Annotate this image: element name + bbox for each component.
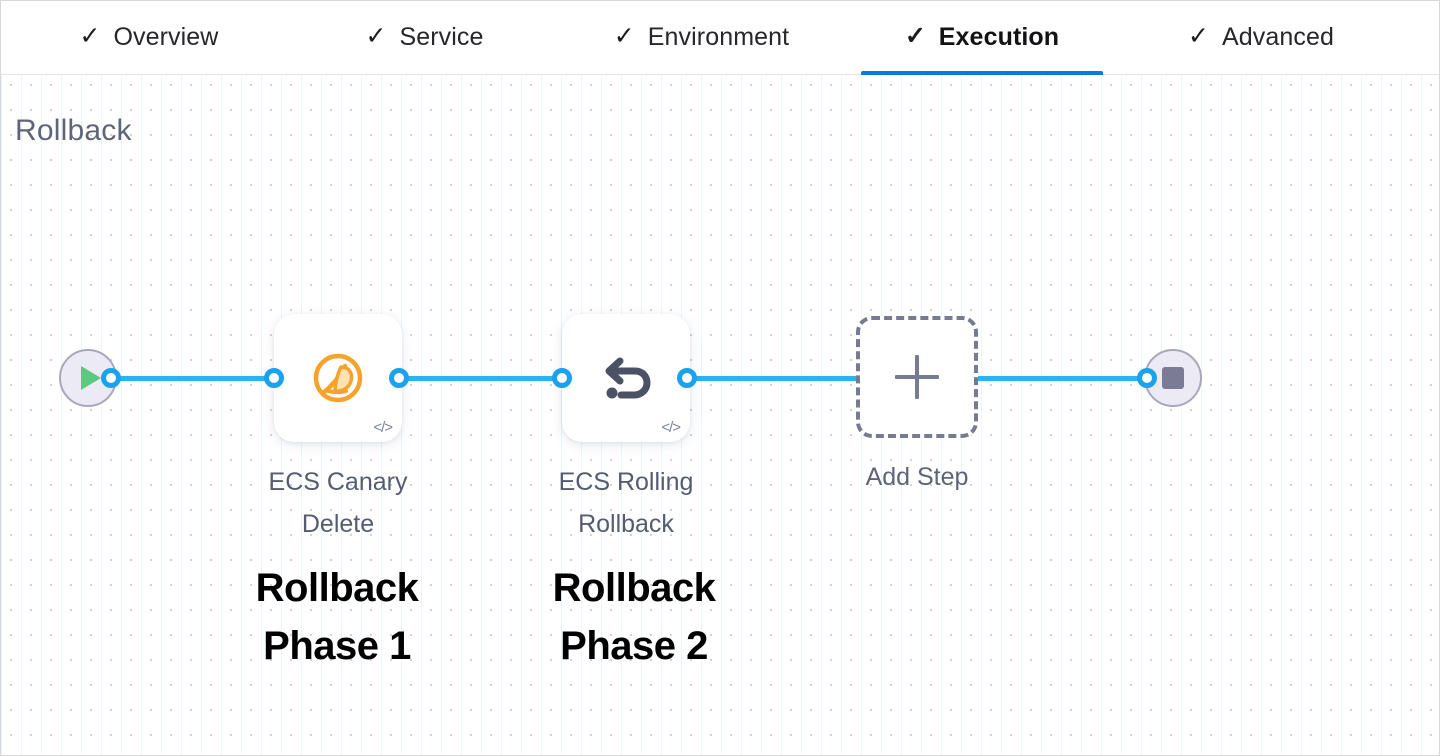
check-icon: ✓: [613, 22, 635, 50]
tab-underline-active: [861, 70, 1103, 75]
port-rolling-input[interactable]: [552, 368, 572, 388]
rollback-step-graph: </> ECS Canary Delete Rollback Phase 1 <…: [1, 76, 1439, 755]
code-badge-icon[interactable]: </>: [373, 419, 393, 436]
check-icon: ✓: [1188, 22, 1209, 50]
pipeline-canvas[interactable]: Rollback: [1, 76, 1439, 755]
port-end-input[interactable]: [1137, 368, 1157, 388]
add-step-button[interactable]: [856, 316, 978, 438]
port-rolling-output[interactable]: [677, 368, 697, 388]
rollback-arrow-icon: [562, 314, 690, 442]
edge-start-to-canary: [109, 376, 287, 381]
tab-label: Advanced: [1221, 23, 1334, 51]
plus-icon: [895, 355, 939, 399]
step-caption-ecs-rolling-rollback: ECS Rolling Rollback: [558, 468, 694, 538]
check-icon: ✓: [365, 22, 387, 50]
check-icon: ✓: [79, 22, 101, 50]
tab-underline: [589, 71, 814, 75]
tab-advanced[interactable]: ✓ Advanced: [1161, 1, 1361, 75]
tab-underline: [337, 71, 512, 75]
tab-overview[interactable]: ✓ Overview: [49, 1, 249, 75]
play-icon: [81, 366, 101, 390]
step-node-ecs-canary-delete[interactable]: </>: [274, 314, 402, 442]
step-caption-ecs-canary-delete: ECS Canary Delete: [268, 468, 408, 538]
add-step-label: Add Step: [865, 463, 969, 491]
edge-add-to-end: [973, 376, 1149, 381]
step-node-ecs-rolling-rollback[interactable]: </>: [562, 314, 690, 442]
tab-underline: [1161, 71, 1361, 75]
edge-canary-to-rolling: [397, 376, 575, 381]
tab-environment[interactable]: ✓ Environment: [589, 1, 814, 75]
tab-label: Service: [399, 23, 484, 51]
edge-rolling-to-add: [685, 376, 875, 381]
check-icon: ✓: [904, 22, 926, 50]
tab-service[interactable]: ✓ Service: [337, 1, 512, 75]
stop-icon: [1162, 367, 1184, 389]
port-start-output[interactable]: [101, 368, 121, 388]
stage-tab-bar: ✓ Overview ✓ Service ✓ Environment ✓ Exe…: [1, 1, 1439, 75]
tab-label: Overview: [113, 23, 219, 51]
annotation-rollback-phase-1: Rollback Phase 1: [255, 566, 419, 668]
tab-execution[interactable]: ✓ Execution: [861, 1, 1103, 75]
port-canary-output[interactable]: [389, 368, 409, 388]
tab-underline: [49, 71, 249, 75]
tab-label: Environment: [647, 23, 790, 51]
tab-label: Execution: [938, 23, 1060, 51]
section-title-rollback: Rollback: [15, 114, 132, 147]
port-canary-input[interactable]: [264, 368, 284, 388]
code-badge-icon[interactable]: </>: [661, 419, 681, 436]
ecs-canary-icon: [274, 314, 402, 442]
annotation-rollback-phase-2: Rollback Phase 2: [552, 566, 716, 668]
